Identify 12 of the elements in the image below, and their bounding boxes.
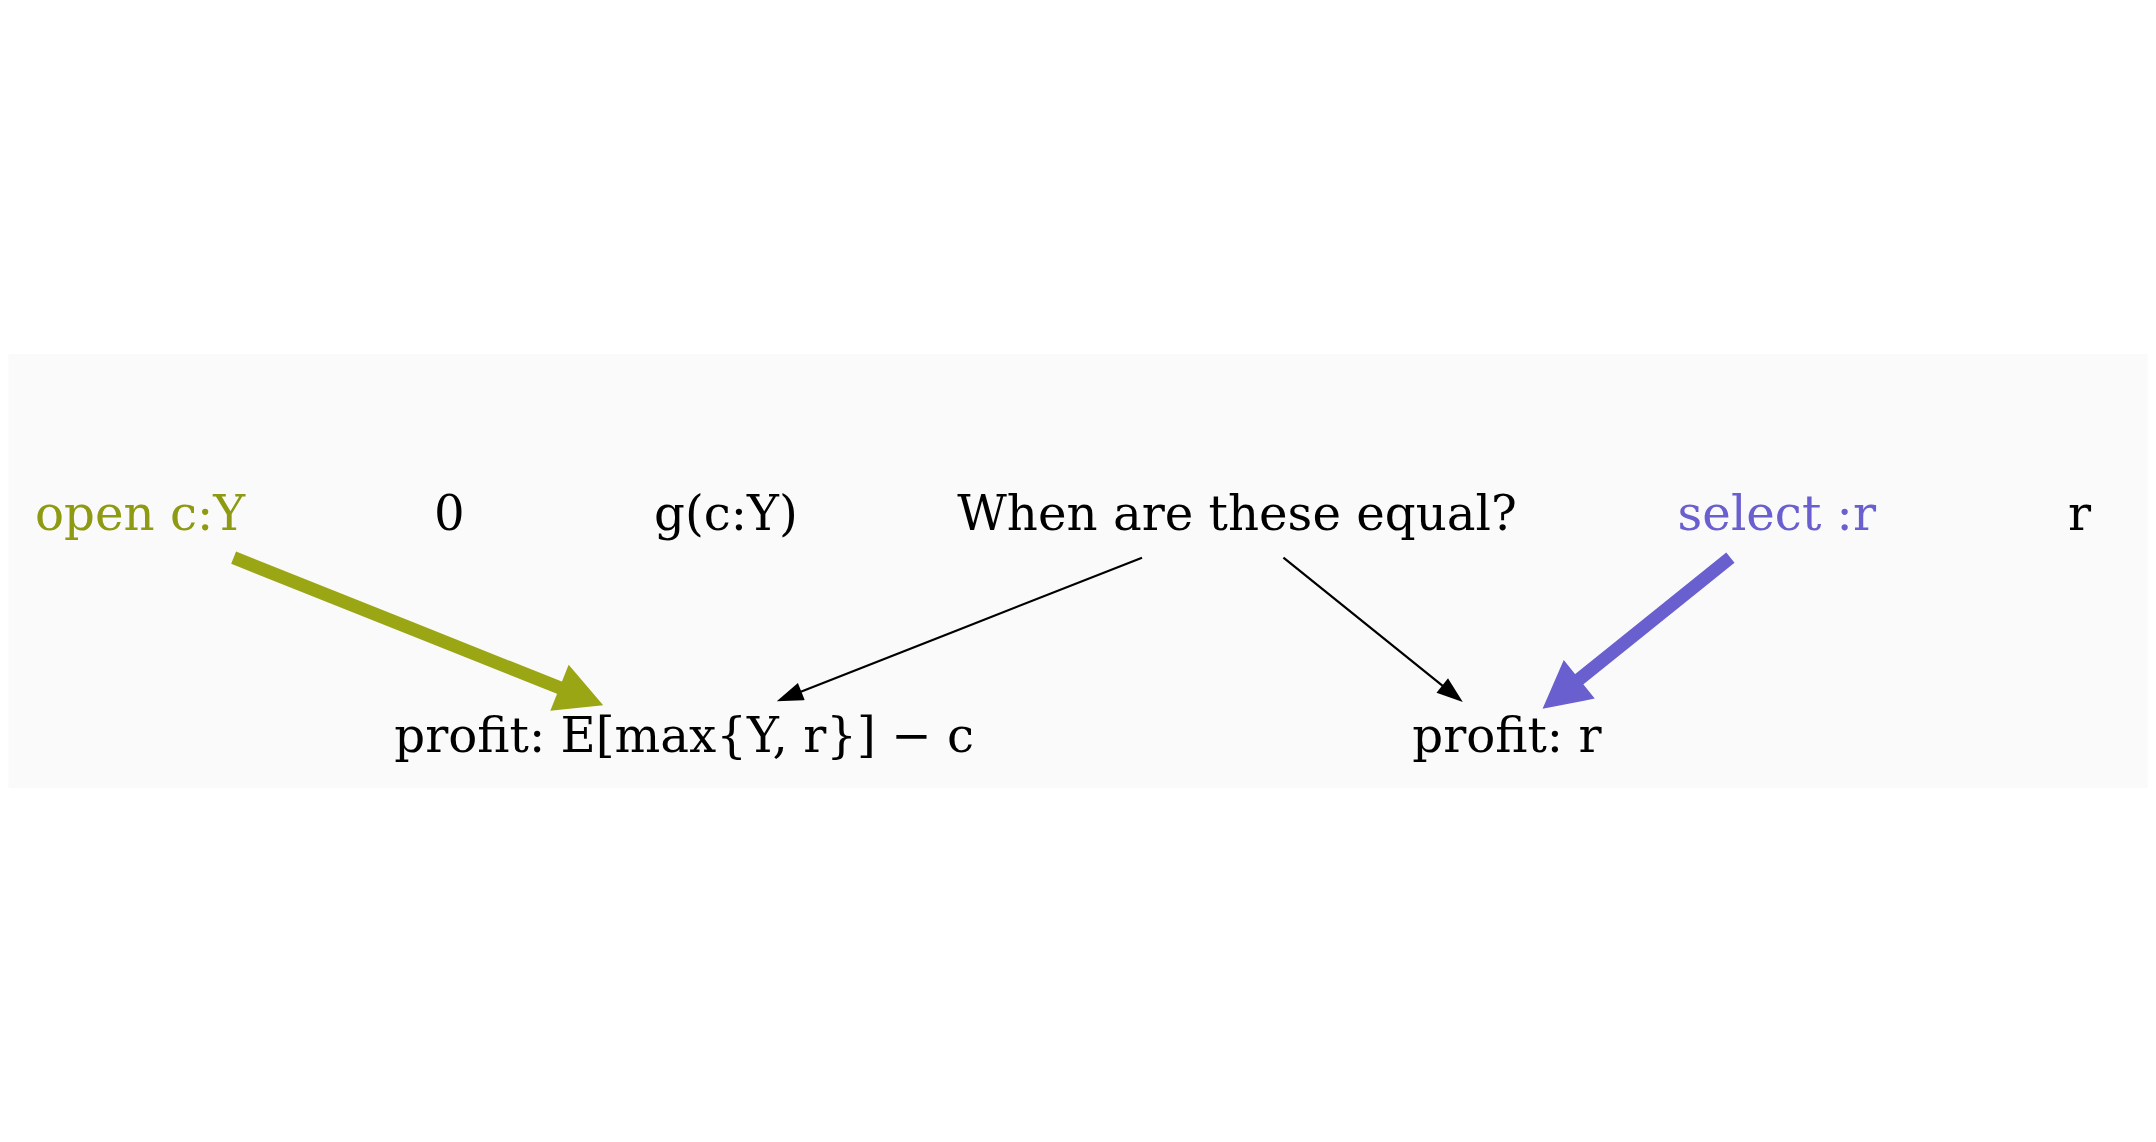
label: g(c:Y): [654, 485, 798, 542]
node-text: select :r: [1677, 485, 1876, 542]
node-text: profit: E[max{Y, r}] − c: [394, 707, 975, 764]
node-text: profit: r: [1412, 707, 1602, 764]
node-text: When are these equal?: [957, 485, 1517, 542]
arrow: [1542, 552, 1735, 709]
arrow: [231, 551, 604, 711]
arrow: [776, 556, 1143, 702]
arrow: [1282, 556, 1463, 703]
label: r: [2067, 485, 2092, 542]
node-text: open c:Y: [35, 485, 246, 542]
label: 0: [434, 485, 465, 542]
